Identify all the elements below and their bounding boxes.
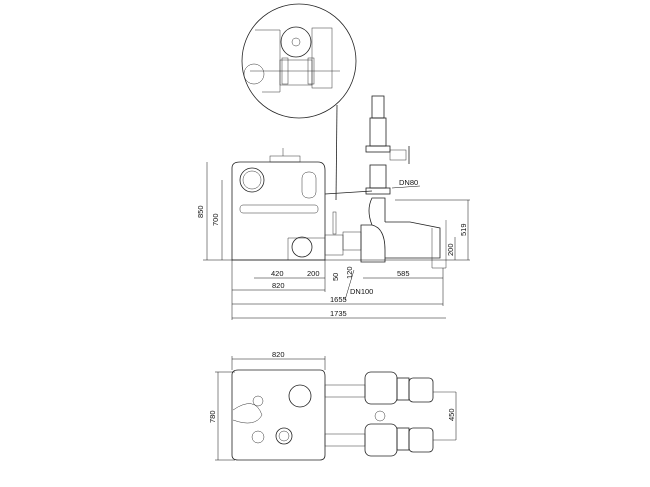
dim-200-axis: 200 (446, 243, 455, 256)
dim-120: 120 (345, 266, 354, 279)
dim-1735: 1735 (330, 309, 347, 318)
label-dn100: DN100 (350, 287, 373, 296)
detail-inset (241, 3, 357, 201)
side-dimensions (203, 162, 470, 320)
dim-200: 200 (307, 269, 320, 278)
top-dimensions: 820 780 450 (208, 350, 457, 461)
dim-585: 585 (397, 269, 410, 278)
dim-420: 420 (271, 269, 284, 278)
dim-50: 50 (331, 273, 340, 281)
dim-820: 820 (272, 281, 285, 290)
pump-unit-bottom (324, 423, 456, 457)
dim-top-820: 820 (272, 350, 285, 359)
label-dn80: DN80 (399, 178, 418, 187)
dim-850: 850 (196, 205, 205, 218)
dim-519: 519 (459, 223, 468, 236)
dim-700: 700 (211, 213, 220, 226)
side-dimension-labels: 850 700 420 200 50 120 585 820 DN100 165… (196, 178, 468, 318)
dim-1655: 1655 (330, 295, 347, 304)
top-view (231, 369, 456, 461)
dim-450: 450 (447, 408, 456, 421)
dim-780: 780 (208, 410, 217, 423)
side-view (231, 95, 447, 269)
pump-unit-top (324, 371, 456, 405)
